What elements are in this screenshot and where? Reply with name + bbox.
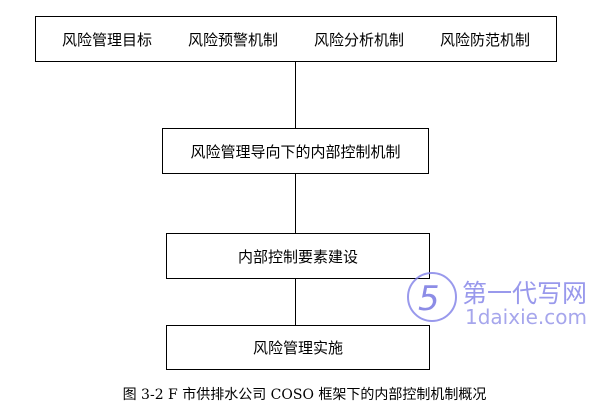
watermark-en: 1daixie.com xyxy=(465,305,588,329)
risk-implementation-box: 风险管理实施 xyxy=(166,325,430,370)
watermark-cn: 第一代写网 xyxy=(462,279,588,308)
connector-1 xyxy=(295,62,296,128)
control-elements-box: 内部控制要素建设 xyxy=(166,233,430,279)
risk-management-goals-box: 风险管理目标 风险预警机制 风险分析机制 风险防范机制 xyxy=(35,16,557,62)
watermark: 5 第一代写网 1daixie.com xyxy=(405,270,587,329)
svg-text:5: 5 xyxy=(418,279,440,319)
connector-3 xyxy=(295,279,296,325)
item-risk-prevention: 风险防范机制 xyxy=(439,30,530,49)
item-risk-analysis: 风险分析机制 xyxy=(313,30,404,49)
watermark-logo-icon: 5 xyxy=(407,272,457,322)
connector-2 xyxy=(295,174,296,233)
item-risk-warning: 风险预警机制 xyxy=(187,30,278,49)
internal-control-mechanism-box: 风险管理导向下的内部控制机制 xyxy=(162,128,429,174)
figure-caption: 图 3-2 F 市供排水公司 COSO 框架下的内部控制机制概况 xyxy=(122,387,487,403)
item-risk-goal: 风险管理目标 xyxy=(61,30,152,49)
